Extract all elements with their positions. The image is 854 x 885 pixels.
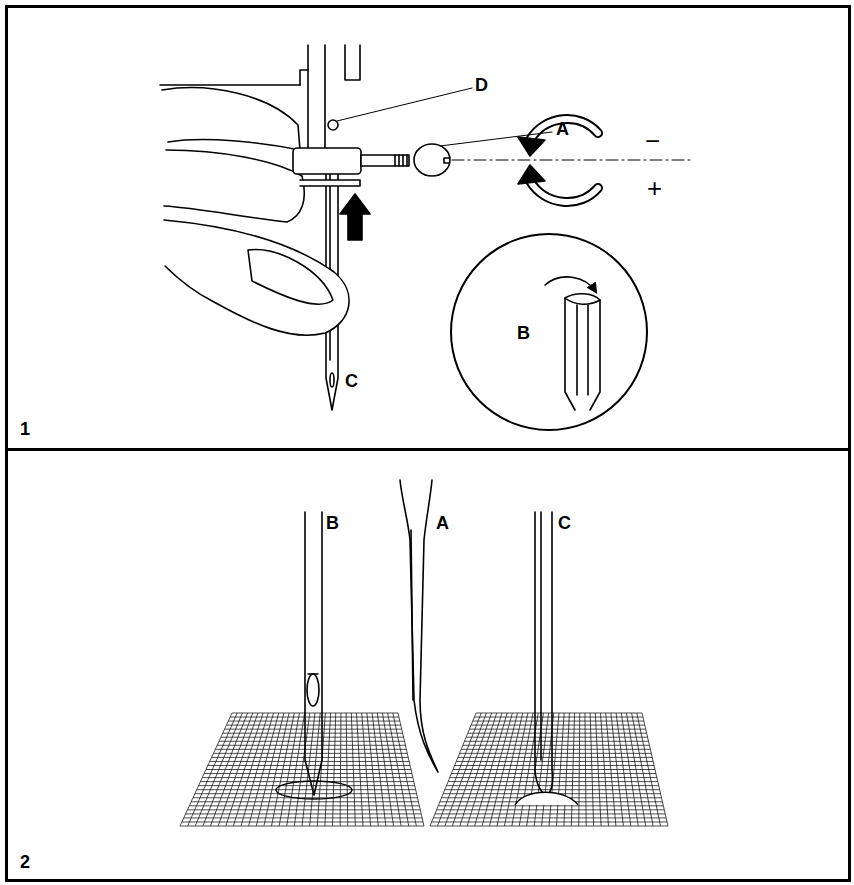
part-letter: A [436,514,449,532]
direction-sign: + [647,175,662,201]
detail-circle: B [449,232,649,432]
figure-panel: 2 [5,448,851,882]
hand [162,88,349,336]
circle-outline [449,232,649,432]
part-letter: C [345,372,358,390]
fabric-grid [180,713,424,826]
push-arrow [340,194,370,240]
set-screw-hole [328,120,338,130]
fabric-grid [430,713,668,826]
needle-bent [400,480,438,772]
rotation-arrows [518,119,598,202]
needle-shank [545,277,600,410]
figure-number: 1 [20,420,30,438]
part-letter: C [558,514,571,532]
direction-sign: − [645,128,660,154]
part-letter: A [556,120,569,138]
figure-number: 2 [20,853,30,871]
part-letter: B [326,514,339,532]
needle-straight [305,512,322,795]
figure-panel: 1B [5,5,851,451]
part-letter: D [475,76,488,94]
needle-clamp [293,144,450,186]
part-letter: B [517,324,530,342]
